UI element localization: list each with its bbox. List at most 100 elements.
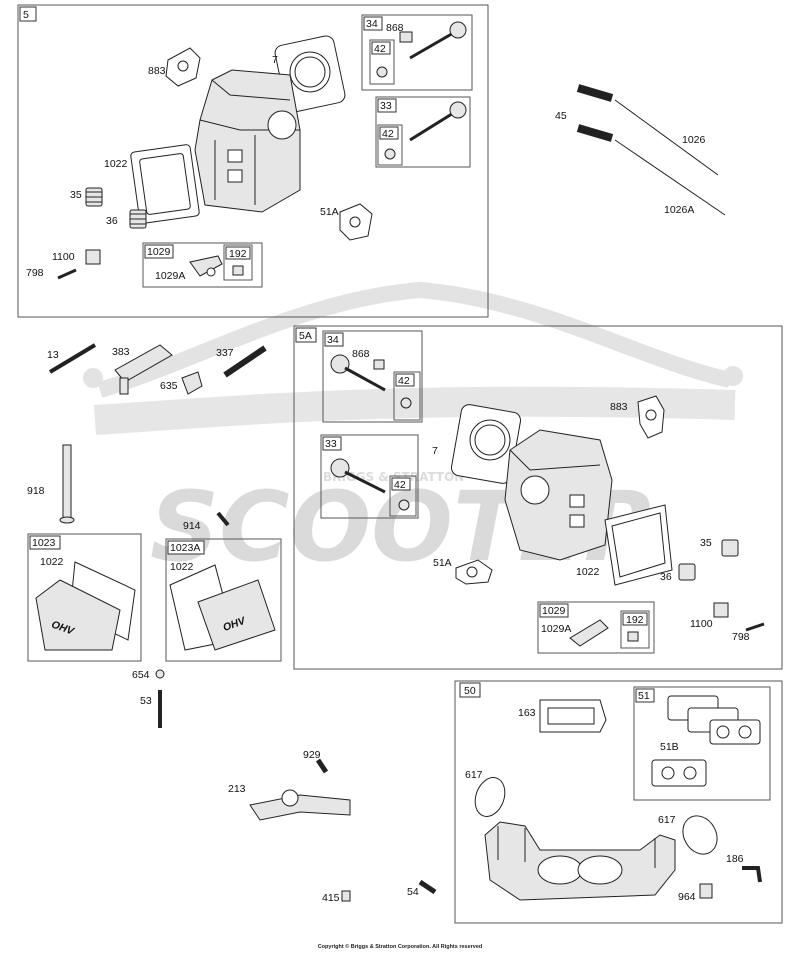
watermark-arc-text: BRIGGS & STRATTON bbox=[323, 470, 464, 484]
callout-929: 929 bbox=[303, 749, 321, 761]
pushrod-1026A bbox=[614, 139, 726, 216]
keeper-42 bbox=[376, 66, 388, 78]
watermark-arc bbox=[97, 281, 732, 398]
gasket-set-51B bbox=[651, 695, 761, 787]
callout-54: 54 bbox=[407, 886, 419, 898]
callout-35: 35 bbox=[70, 189, 82, 201]
spring-36 bbox=[129, 209, 147, 229]
pushrod-1026 bbox=[614, 99, 719, 176]
group-1023-tag: 1023 bbox=[32, 537, 56, 549]
group-1029-frame bbox=[142, 242, 263, 288]
part-964 bbox=[699, 883, 713, 899]
callout-1022b: 1022 bbox=[576, 566, 600, 578]
group-192b-tag: 192 bbox=[626, 614, 644, 626]
cylinder-head-b bbox=[504, 429, 613, 561]
gasket-883b bbox=[637, 395, 665, 439]
callout-1026A: 1026A bbox=[664, 204, 694, 216]
intake-manifold bbox=[484, 821, 676, 901]
callout-35b: 35 bbox=[700, 537, 712, 549]
callout-13: 13 bbox=[47, 349, 59, 361]
group-5A-frame bbox=[293, 325, 783, 670]
group-5-frame bbox=[17, 4, 489, 318]
valve-cover-1023A bbox=[197, 579, 276, 651]
callout-1026: 1026 bbox=[682, 134, 706, 146]
spring-35 bbox=[85, 187, 103, 207]
group-1023A-frame bbox=[165, 538, 282, 662]
callout-798b: 798 bbox=[732, 631, 750, 643]
callout-868: 868 bbox=[386, 22, 404, 34]
gasket-51A bbox=[339, 203, 373, 241]
nut-654 bbox=[155, 669, 165, 679]
nut-192 bbox=[232, 265, 244, 276]
callout-964: 964 bbox=[678, 891, 696, 903]
part-1100b bbox=[713, 602, 729, 618]
gasket-1022b bbox=[604, 504, 673, 586]
callout-53: 53 bbox=[140, 695, 152, 707]
valve-34b bbox=[330, 354, 350, 374]
callout-1029Ab: 1029A bbox=[541, 623, 571, 635]
watermark-dot-right bbox=[723, 366, 743, 386]
group-34b-tag: 34 bbox=[327, 334, 339, 346]
seal-ring-617 bbox=[474, 777, 506, 817]
callout-1022: 1022 bbox=[104, 158, 128, 170]
gasket-51Ab bbox=[455, 559, 493, 585]
callout-654: 654 bbox=[132, 669, 150, 681]
group-34b-frame bbox=[322, 330, 423, 423]
valve-34 bbox=[449, 21, 467, 39]
gasket-883 bbox=[165, 47, 201, 87]
group-42-tag-b: 42 bbox=[382, 128, 394, 140]
group-192-tag: 192 bbox=[229, 248, 247, 260]
callout-51Ab: 51A bbox=[433, 557, 452, 569]
group-51-frame bbox=[633, 686, 771, 801]
boot-635 bbox=[181, 371, 203, 395]
group-1029b-tag: 1029 bbox=[542, 605, 566, 617]
group-34-tag: 34 bbox=[366, 18, 378, 30]
watermark-dot-left bbox=[83, 368, 103, 388]
group-33b-tag: 33 bbox=[325, 438, 337, 450]
part-1100 bbox=[85, 249, 101, 265]
callout-918: 918 bbox=[27, 485, 45, 497]
group-42c-tag: 42 bbox=[394, 479, 406, 491]
callout-914: 914 bbox=[183, 520, 201, 532]
group-1023A-tag: 1023A bbox=[170, 542, 200, 554]
callout-1029A: 1029A bbox=[155, 270, 185, 282]
gasket-163 bbox=[539, 699, 607, 733]
callout-617b: 617 bbox=[658, 814, 676, 826]
callout-798: 798 bbox=[26, 267, 44, 279]
group-5A-tag: 5A bbox=[299, 330, 312, 342]
cylinder-head bbox=[194, 69, 301, 213]
callout-635: 635 bbox=[160, 380, 178, 392]
callout-7b: 7 bbox=[432, 445, 438, 457]
group-5-tag-box bbox=[19, 6, 37, 22]
group-5-tag: 5 bbox=[23, 9, 29, 21]
tappet-45 bbox=[576, 84, 614, 142]
callout-1100: 1100 bbox=[52, 251, 75, 263]
valve-33b bbox=[330, 458, 350, 478]
valve-seal-868 bbox=[399, 31, 413, 43]
callout-163: 163 bbox=[518, 707, 536, 719]
breather-383 bbox=[114, 344, 173, 395]
callout-36b: 36 bbox=[660, 571, 672, 583]
part-415 bbox=[341, 890, 351, 902]
callout-1022-c: 1022 bbox=[40, 556, 64, 568]
spring-35b bbox=[721, 539, 739, 557]
callout-213: 213 bbox=[228, 783, 246, 795]
gasket-1022 bbox=[130, 144, 200, 224]
watermark-band bbox=[94, 386, 736, 435]
fitting-186 bbox=[742, 866, 762, 883]
valve-cover-1023 bbox=[35, 579, 121, 651]
callout-337: 337 bbox=[216, 347, 234, 359]
group-34-frame bbox=[361, 14, 473, 91]
callout-1022-d: 1022 bbox=[170, 561, 194, 573]
group-1029-tag: 1029 bbox=[147, 246, 171, 258]
callout-383: 383 bbox=[112, 346, 130, 358]
callout-883b: 883 bbox=[610, 401, 628, 413]
group-1029b-frame bbox=[537, 601, 655, 654]
screw-929 bbox=[315, 758, 329, 774]
callout-51B: 51B bbox=[660, 741, 679, 753]
rocker-arm-1029A bbox=[189, 255, 223, 277]
tube-918 bbox=[62, 444, 72, 521]
screw-914 bbox=[216, 511, 230, 527]
